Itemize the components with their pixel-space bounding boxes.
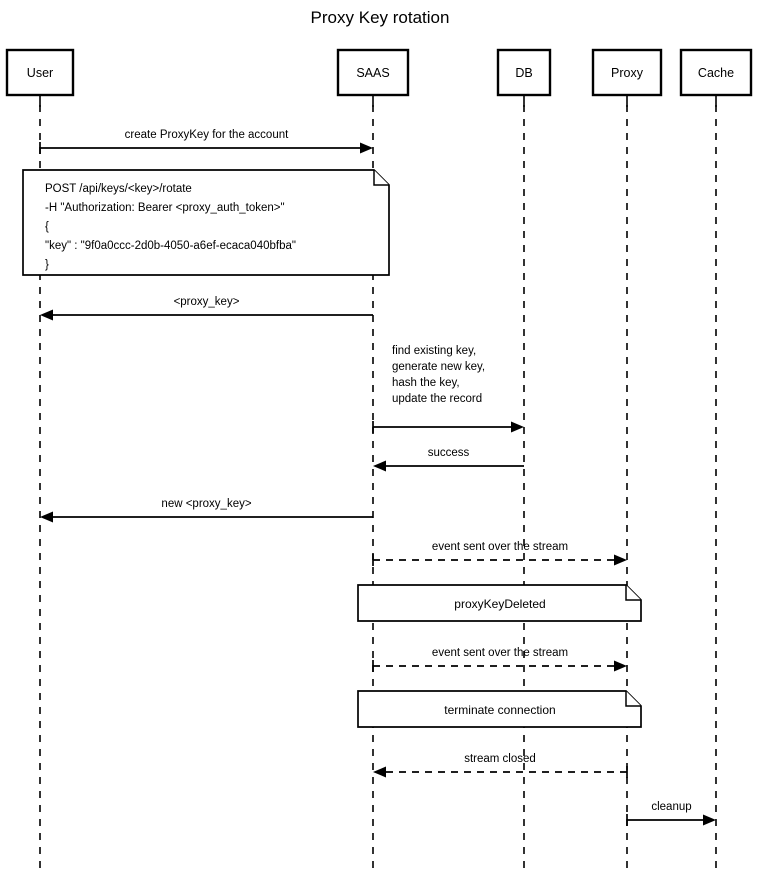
note-fold-corner xyxy=(625,691,641,707)
self-message-line: generate new key, xyxy=(392,361,485,373)
note-proxy-key-deleted: proxyKeyDeleted xyxy=(357,584,642,622)
note-request: POST /api/keys/<key>/rotate -H "Authoriza… xyxy=(22,169,390,276)
note-body xyxy=(357,584,642,622)
participant-label-user: User xyxy=(27,66,53,80)
arrow-head-m3 xyxy=(511,421,524,433)
messages-layer: create ProxyKey for the account <proxy_ke… xyxy=(39,129,716,826)
message-m3[interactable] xyxy=(372,421,524,433)
message-m9[interactable]: cleanup xyxy=(626,801,716,826)
participant-cache[interactable]: Cache xyxy=(679,48,753,97)
message-label-m1: create ProxyKey for the account xyxy=(125,129,289,141)
message-label-m6: event sent over the stream xyxy=(432,541,568,553)
arrow-head-m6 xyxy=(614,554,627,566)
message-m7[interactable]: event sent over the stream xyxy=(372,647,627,672)
message-label-m5: new <proxy_key> xyxy=(161,498,251,510)
message-label-m9: cleanup xyxy=(651,801,691,813)
message-label-m4: success xyxy=(428,447,470,459)
participant-proxy[interactable]: Proxy xyxy=(591,48,663,97)
message-label-m7: event sent over the stream xyxy=(432,647,568,659)
note-terminate-connection: terminate connection xyxy=(357,690,642,728)
diagram-title-group: Proxy Key rotation xyxy=(311,8,450,27)
participants-layer: User SAAS DB Proxy Cache xyxy=(5,48,753,97)
arrow-head-m5 xyxy=(40,511,53,523)
note-line: proxyKeyDeleted xyxy=(454,597,545,611)
note-body xyxy=(22,169,390,276)
note-body xyxy=(357,690,642,728)
arrow-head-m2 xyxy=(40,309,53,321)
note-line: "key" : "9f0a0ccc-2d0b-4050-a6ef-ecaca04… xyxy=(45,240,296,252)
arrow-head-m9 xyxy=(703,814,716,826)
note-line: { xyxy=(45,221,49,233)
note-fold-corner xyxy=(373,170,389,186)
arrow-head-m8 xyxy=(373,766,386,778)
message-m2[interactable]: <proxy_key> xyxy=(40,296,373,321)
arrow-head-m4 xyxy=(373,460,386,472)
participant-db[interactable]: DB xyxy=(496,48,552,97)
self-message-line: hash the key, xyxy=(392,377,460,389)
participant-label-proxy: Proxy xyxy=(611,66,644,80)
message-label-m2: <proxy_key> xyxy=(174,296,240,308)
arrow-head-m1 xyxy=(360,142,373,154)
participant-label-saas: SAAS xyxy=(356,66,389,80)
message-m5[interactable]: new <proxy_key> xyxy=(40,498,373,523)
notes-layer: POST /api/keys/<key>/rotate -H "Authoriza… xyxy=(22,169,642,728)
message-label-m8: stream closed xyxy=(464,753,536,765)
self-message-line: update the record xyxy=(392,393,482,405)
self-message-sm1: find existing key, generate new key, hash … xyxy=(392,345,485,405)
message-m1[interactable]: create ProxyKey for the account xyxy=(39,129,373,154)
participant-label-cache: Cache xyxy=(698,66,734,80)
note-line: } xyxy=(45,259,49,271)
arrow-head-m7 xyxy=(614,660,627,672)
message-m8[interactable]: stream closed xyxy=(373,753,628,778)
participant-label-db: DB xyxy=(515,66,532,80)
page-title: Proxy Key rotation xyxy=(311,8,450,27)
message-m6[interactable]: event sent over the stream xyxy=(372,541,627,566)
self-message-line: find existing key, xyxy=(392,345,476,357)
participant-saas[interactable]: SAAS xyxy=(336,48,410,97)
note-fold-corner xyxy=(625,585,641,601)
self-message-layer: find existing key, generate new key, hash … xyxy=(392,345,485,405)
message-m4[interactable]: success xyxy=(373,447,524,472)
note-line: POST /api/keys/<key>/rotate xyxy=(45,183,192,195)
participant-user[interactable]: User xyxy=(5,48,75,97)
note-line: terminate connection xyxy=(444,703,555,717)
note-line: -H "Authorization: Bearer <proxy_auth_to… xyxy=(45,202,285,214)
